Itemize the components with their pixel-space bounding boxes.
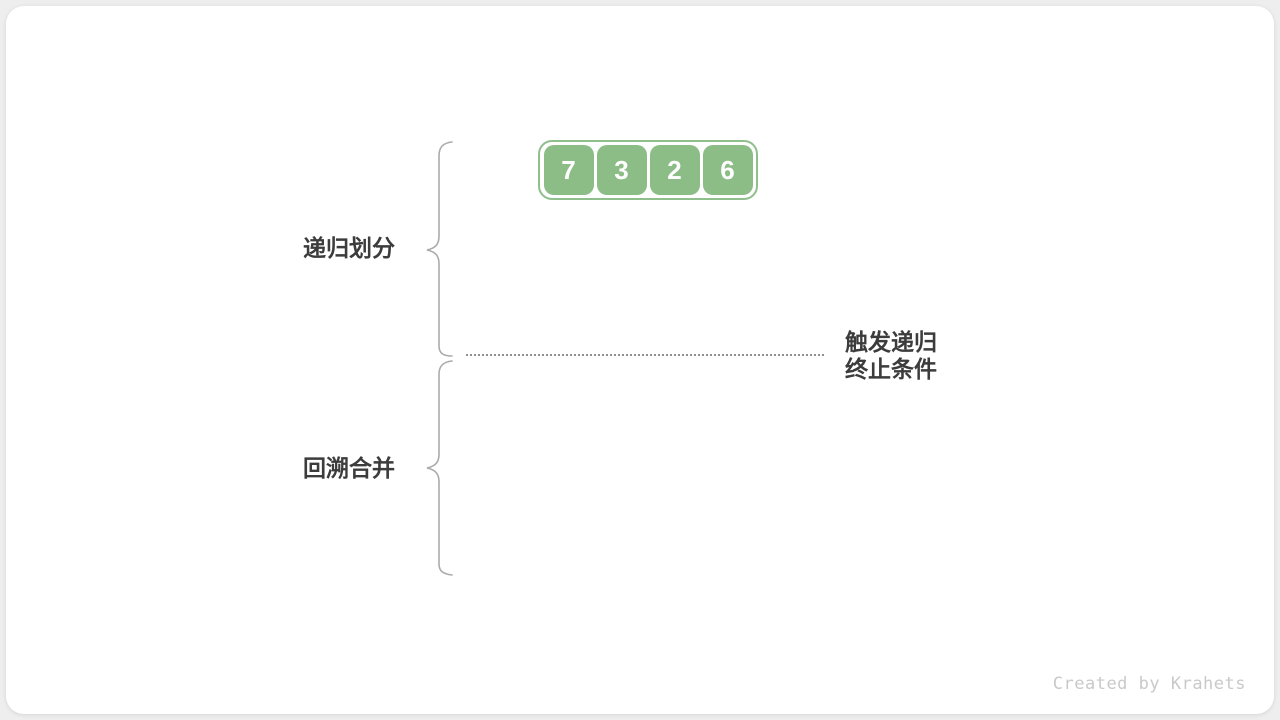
array-cell: 6 bbox=[702, 145, 753, 195]
termination-condition-line1: 触发递归 bbox=[845, 329, 937, 355]
termination-condition-label: 触发递归 终止条件 bbox=[843, 329, 939, 383]
array-cell: 7 bbox=[543, 145, 594, 195]
curly-brace-icon bbox=[426, 141, 453, 576]
phase-label-recursive-divide: 递归划分 bbox=[303, 235, 395, 261]
curly-brace-bottom-icon bbox=[426, 360, 453, 576]
figure-canvas: 7 3 2 6 递归划分 回溯合并 触发递归 终止条件 Created by K… bbox=[6, 6, 1274, 714]
phase-label-backtrack-merge: 回溯合并 bbox=[303, 455, 395, 481]
array-container: 7 3 2 6 bbox=[538, 140, 758, 200]
watermark-credit: Created by Krahets bbox=[1052, 674, 1246, 694]
array-cell: 2 bbox=[649, 145, 700, 195]
termination-condition-line2: 终止条件 bbox=[845, 356, 937, 382]
array-cell: 3 bbox=[596, 145, 647, 195]
curly-brace-top-icon bbox=[426, 141, 453, 357]
termination-dotted-line bbox=[466, 354, 824, 356]
